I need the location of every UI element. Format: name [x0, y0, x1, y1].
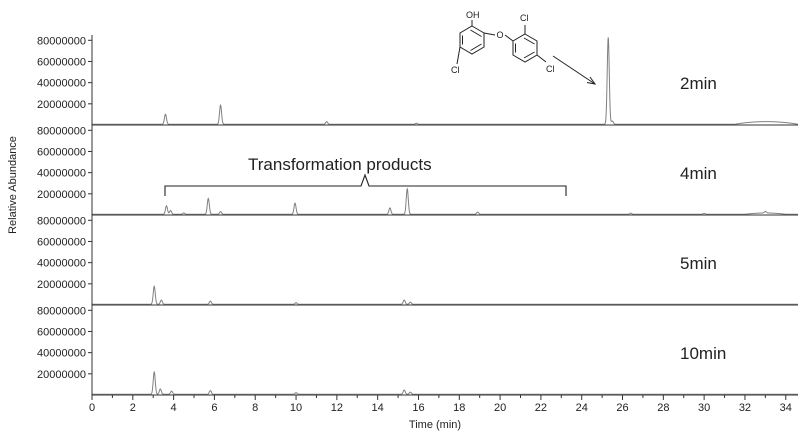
- y-tick-label: 20000000: [37, 99, 86, 111]
- x-tick-label: 10: [290, 402, 302, 414]
- y-tick-label: 40000000: [37, 168, 86, 180]
- x-tick-label: 32: [739, 402, 751, 414]
- y-tick-label: 80000000: [37, 215, 86, 227]
- x-tick-label: 22: [535, 402, 547, 414]
- molecule-cl-right-label: Cl: [546, 64, 555, 74]
- chromatogram-trace: [92, 285, 798, 305]
- x-tick-label: 20: [494, 402, 506, 414]
- panel-label: 4min: [680, 164, 717, 183]
- panel-label: 5min: [680, 254, 717, 273]
- x-tick-label: 16: [412, 402, 424, 414]
- transformation-bracket: [164, 173, 567, 196]
- chromatogram-trace: [92, 37, 799, 125]
- x-tick-label: 18: [453, 402, 465, 414]
- x-tick-label: 28: [657, 402, 669, 414]
- y-tick-label: 40000000: [37, 348, 86, 360]
- molecule-oxygen-label: O: [497, 30, 504, 40]
- x-tick-label: 8: [252, 402, 258, 414]
- x-tick-label: 6: [211, 402, 217, 414]
- x-tick-label: 30: [698, 402, 710, 414]
- peak-arrow-head: [586, 76, 597, 85]
- molecule-cl-top-label: Cl: [520, 13, 529, 23]
- x-tick-label: 26: [616, 402, 628, 414]
- transformation-products-label: Transformation products: [248, 155, 432, 174]
- y-tick-label: 40000000: [37, 78, 86, 90]
- molecule-cl-left-label: Cl: [451, 65, 460, 75]
- peak-arrow-line: [552, 55, 596, 85]
- y-tick-label: 40000000: [37, 258, 86, 270]
- chromatogram-trace: [92, 187, 798, 215]
- y-tick-label: 20000000: [37, 189, 86, 201]
- y-tick-label: 20000000: [37, 369, 86, 381]
- panel-label: 10min: [680, 344, 726, 363]
- x-tick-label: 0: [89, 402, 95, 414]
- y-tick-label: 60000000: [37, 146, 86, 158]
- molecule-oh-label: OH: [466, 10, 480, 20]
- y-tick-label: 60000000: [37, 236, 86, 248]
- y-tick-label: 60000000: [37, 326, 86, 338]
- molecule-structure: [456, 20, 547, 65]
- y-tick-label: 80000000: [37, 35, 86, 47]
- y-tick-label: 80000000: [37, 125, 86, 137]
- panel-label: 2min: [680, 74, 717, 93]
- x-tick-label: 4: [171, 402, 177, 414]
- y-axis-title: Relative Abundance: [7, 136, 19, 234]
- x-tick-label: 2: [130, 402, 136, 414]
- y-tick-label: 20000000: [37, 279, 86, 291]
- x-tick-label: 14: [372, 402, 384, 414]
- y-tick-label: 80000000: [37, 305, 86, 317]
- x-tick-label: 12: [331, 402, 343, 414]
- chromatogram-trace: [92, 370, 798, 395]
- y-tick-label: 60000000: [37, 56, 86, 68]
- x-tick-label: 34: [780, 402, 792, 414]
- x-axis-title: Time (min): [409, 419, 461, 431]
- x-tick-label: 24: [576, 402, 588, 414]
